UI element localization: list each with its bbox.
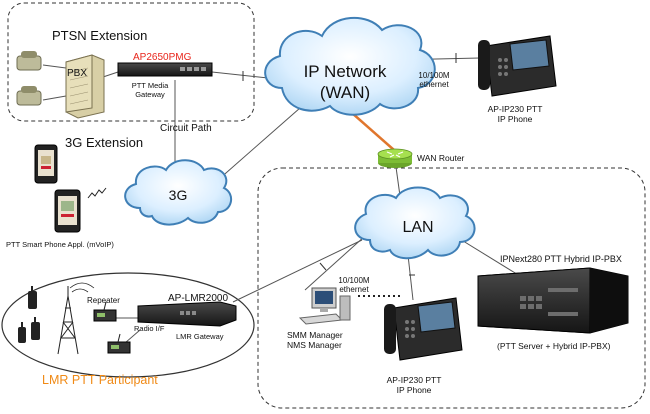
ip-network-cloud bbox=[264, 17, 436, 116]
lmr-gateway-label: LMR Gateway bbox=[176, 332, 224, 341]
ethernet-lan-label-1: 10/100M bbox=[338, 276, 369, 285]
radio-if-label: Radio I/F bbox=[134, 324, 165, 333]
wan-label: (WAN) bbox=[320, 83, 370, 102]
ip-phone-lan-label-2: IP Phone bbox=[397, 385, 432, 395]
ip-phone-top-label-1: AP-IP230 PTT bbox=[488, 104, 543, 114]
mobile-radio-icon-2 bbox=[107, 333, 131, 354]
3g-cloud bbox=[124, 159, 233, 226]
smart-phone-appl-label: PTT Smart Phone Appl. (mVoIP) bbox=[6, 240, 114, 249]
pbx-label: PBX bbox=[67, 68, 87, 79]
ptt-media-gateway-device bbox=[117, 62, 213, 77]
lmr-gateway-device bbox=[137, 301, 237, 327]
ap-lmr2000-label: AP-LMR2000 bbox=[168, 293, 228, 304]
repeater-label: Repeater bbox=[87, 296, 120, 305]
handheld-radio-icon-3 bbox=[18, 322, 26, 343]
pbx-icon bbox=[65, 54, 105, 119]
repeater-tower-icon bbox=[57, 286, 79, 355]
line-lmr-lan bbox=[232, 239, 363, 303]
repeater-signal-icon bbox=[69, 282, 95, 293]
ethernet-top-label-2: ethernet bbox=[419, 80, 449, 89]
lan-cloud bbox=[354, 186, 476, 260]
line-lan-phone bbox=[407, 254, 414, 301]
line-router-lan bbox=[395, 166, 401, 197]
ip-phone-top-icon bbox=[478, 35, 557, 97]
ap2650pmg-label: AP2650PMG bbox=[133, 52, 192, 63]
wireless-signal-icon bbox=[87, 187, 107, 199]
handheld-radio-icon-1 bbox=[28, 286, 37, 309]
line-pbx-gateway bbox=[102, 71, 119, 78]
lan-region bbox=[257, 167, 646, 409]
ip-phone-lan-label-1: AP-IP230 PTT bbox=[387, 375, 442, 385]
smm-nms-computer-icon bbox=[298, 287, 351, 325]
ip-phone-lan-icon bbox=[384, 297, 463, 361]
handheld-radio-icon-2 bbox=[31, 317, 40, 340]
wan-router-icon bbox=[377, 148, 413, 168]
3g-extension-title: 3G Extension bbox=[65, 135, 143, 150]
line-wan-router bbox=[351, 112, 395, 151]
ipnext280-label: IPNext280 PTT Hybrid IP-PBX bbox=[500, 254, 622, 264]
lmr-ptt-participant-label: LMR PTT Participant bbox=[42, 373, 158, 387]
line-lan-pbx bbox=[454, 235, 521, 277]
analog-phone-icon-2 bbox=[16, 86, 42, 106]
ptt-server-hybrid-label: (PTT Server + Hybrid IP-PBX) bbox=[497, 341, 611, 351]
line-gateway-wan bbox=[211, 71, 269, 79]
line-phone-pbx-2 bbox=[42, 95, 67, 101]
wan-router-label: WAN Router bbox=[417, 153, 465, 163]
ptsn-extension-title: PTSN Extension bbox=[52, 28, 147, 43]
nms-manager-label: NMS Manager bbox=[287, 340, 342, 350]
link-ticks bbox=[242, 53, 457, 276]
line-lan-pc bbox=[304, 235, 366, 291]
line-phone-pbx-1 bbox=[42, 64, 67, 69]
ptt-media-gateway-label-2: Gateway bbox=[135, 90, 165, 99]
ptt-media-gateway-label-1: PTT Media bbox=[132, 81, 169, 90]
circuit-path-label: Circuit Path bbox=[160, 123, 212, 134]
analog-phone-icon-1 bbox=[16, 51, 42, 71]
ip-phone-top-label-2: IP Phone bbox=[498, 114, 533, 124]
smart-phone-icon-2 bbox=[54, 189, 81, 233]
lmr-region bbox=[1, 272, 255, 378]
ip-network-label: IP Network bbox=[304, 62, 387, 81]
ethernet-top-label-1: 10/100M bbox=[418, 71, 449, 80]
ptsn-extension-region bbox=[7, 2, 255, 122]
lan-cloud-label: LAN bbox=[402, 219, 433, 236]
mobile-radio-icon-1 bbox=[93, 301, 117, 322]
line-wan-3g bbox=[217, 107, 301, 181]
3g-cloud-label: 3G bbox=[169, 187, 188, 203]
ethernet-lan-label-2: ethernet bbox=[339, 285, 369, 294]
smm-manager-label: SMM Manager bbox=[287, 330, 343, 340]
ipnext280-pbx-device bbox=[477, 267, 629, 334]
smart-phone-icon-1 bbox=[34, 144, 58, 184]
